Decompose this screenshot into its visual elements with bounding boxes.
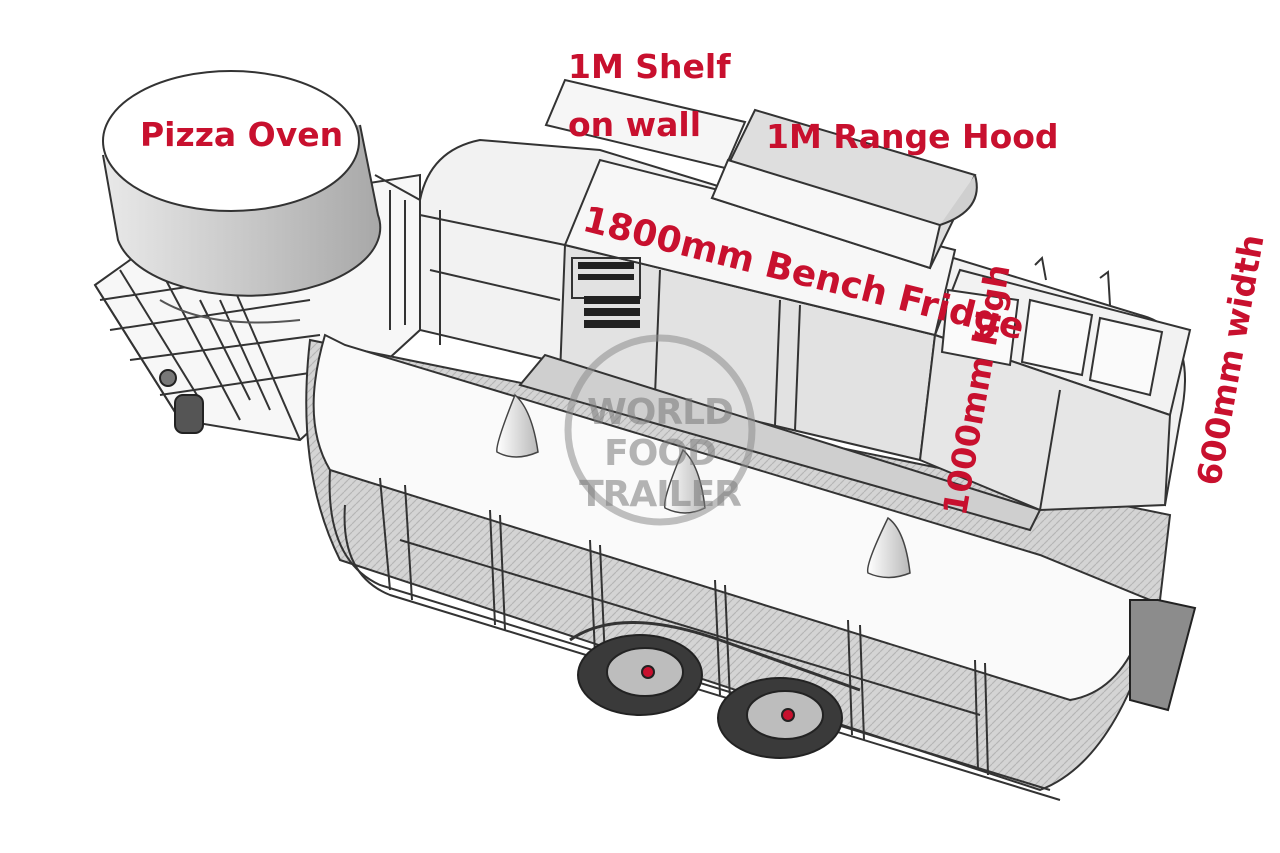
pendant-light-2 xyxy=(663,448,706,514)
wheel-front xyxy=(717,677,843,759)
label-range-hood: 1M Range Hood xyxy=(766,117,1059,156)
label-shelf-line2: on wall xyxy=(568,105,702,144)
watermark-line-2: FOOD xyxy=(604,433,717,474)
watermark: WORLD FOOD TRAILER xyxy=(560,330,760,530)
fridge-vent-icon xyxy=(571,257,641,328)
jockey-wheel xyxy=(159,369,204,434)
watermark-line-3: TRAILER xyxy=(579,474,742,515)
pendant-light-1 xyxy=(496,393,539,458)
sink-unit xyxy=(918,255,1192,512)
range-hood xyxy=(710,108,978,270)
wheel-fender xyxy=(569,621,861,692)
watermark-line-1: WORLD xyxy=(587,392,734,433)
entry-step xyxy=(1129,599,1197,712)
label-pizza-oven: Pizza Oven xyxy=(140,115,344,154)
pizza-oven xyxy=(102,70,382,324)
pendant-light-3 xyxy=(866,516,911,579)
back-wall-frames xyxy=(419,210,566,345)
wheel-rear xyxy=(577,634,703,716)
lower-frame xyxy=(328,469,1061,801)
counter-slot xyxy=(518,353,1042,532)
watermark-logo-icon xyxy=(564,334,756,526)
label-shelf-line1: 1M Shelf xyxy=(568,47,731,86)
wall-shelf xyxy=(544,78,747,170)
